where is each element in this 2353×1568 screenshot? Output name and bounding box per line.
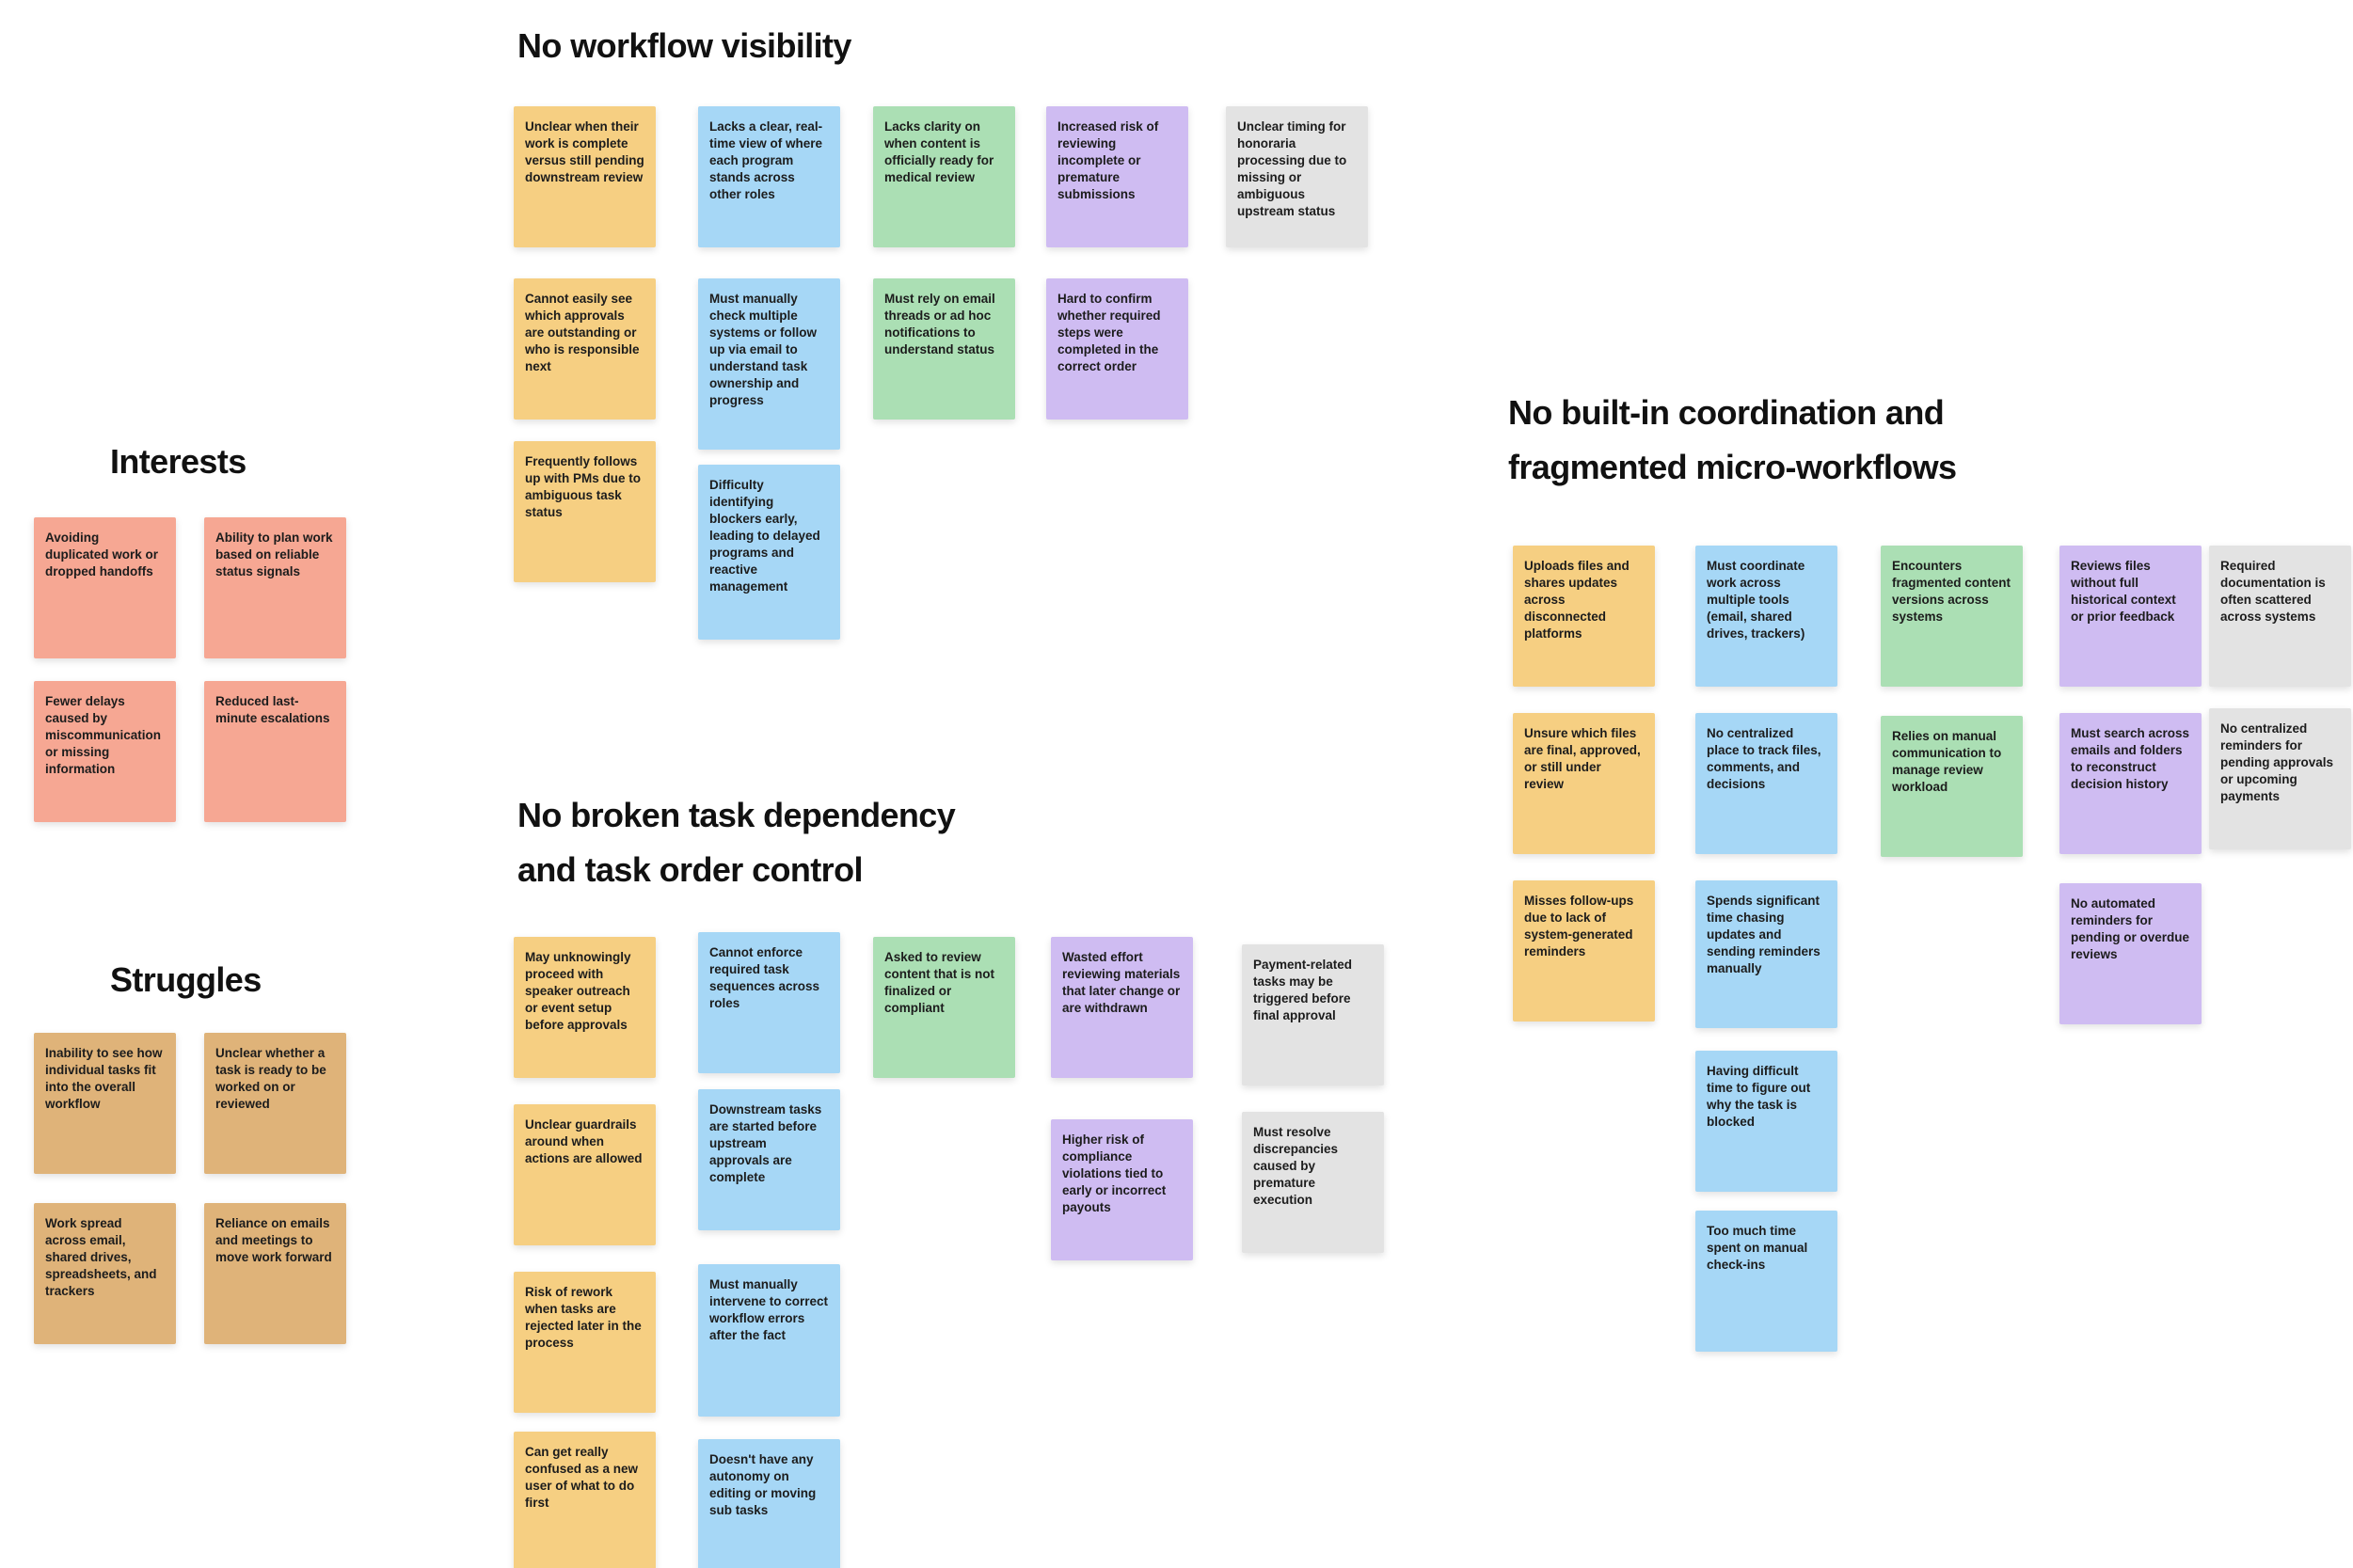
sticky-note[interactable]: Must search across emails and folders to… [2059, 713, 2202, 854]
sticky-note[interactable]: Required documentation is often scattere… [2209, 546, 2351, 687]
group-title-coordination[interactable]: No built-in coordination and fragmented … [1508, 393, 1957, 487]
sticky-note[interactable]: Must manually intervene to correct workf… [698, 1264, 840, 1417]
sticky-note[interactable]: Must resolve discrepancies caused by pre… [1242, 1112, 1384, 1253]
sticky-note[interactable]: Work spread across email, shared drives,… [34, 1203, 176, 1344]
sticky-note[interactable]: Doesn't have any autonomy on editing or … [698, 1439, 840, 1568]
sticky-note[interactable]: Lacks clarity on when content is officia… [873, 106, 1015, 247]
sticky-note[interactable]: Fewer delays caused by miscommunication … [34, 681, 176, 822]
sticky-note[interactable]: Asked to review content that is not fina… [873, 937, 1015, 1078]
sticky-note[interactable]: Must rely on email threads or ad hoc not… [873, 278, 1015, 420]
sticky-note[interactable]: Can get really confused as a new user of… [514, 1432, 656, 1568]
sticky-note[interactable]: Wasted effort reviewing materials that l… [1051, 937, 1193, 1078]
sticky-note[interactable]: Increased risk of reviewing incomplete o… [1046, 106, 1188, 247]
group-title-struggles[interactable]: Struggles [110, 960, 262, 999]
sticky-note[interactable]: Encounters fragmented content versions a… [1881, 546, 2023, 687]
group-title-interests[interactable]: Interests [110, 442, 246, 481]
sticky-note[interactable]: Unclear whether a task is ready to be wo… [204, 1033, 346, 1174]
sticky-note[interactable]: Relies on manual communication to manage… [1881, 716, 2023, 857]
sticky-note[interactable]: No automated reminders for pending or ov… [2059, 883, 2202, 1024]
sticky-note[interactable]: Having difficult time to figure out why … [1695, 1051, 1837, 1192]
sticky-note[interactable]: Frequently follows up with PMs due to am… [514, 441, 656, 582]
sticky-note[interactable]: Uploads files and shares updates across … [1513, 546, 1655, 687]
sticky-note[interactable]: Avoiding duplicated work or dropped hand… [34, 517, 176, 658]
sticky-note[interactable]: Reduced last-minute escalations [204, 681, 346, 822]
sticky-note[interactable]: Lacks a clear, real-time view of where e… [698, 106, 840, 247]
sticky-note[interactable]: Payment-related tasks may be triggered b… [1242, 944, 1384, 1085]
sticky-note[interactable]: Unclear guardrails around when actions a… [514, 1104, 656, 1245]
sticky-note[interactable]: Inability to see how individual tasks fi… [34, 1033, 176, 1174]
sticky-note[interactable]: Spends significant time chasing updates … [1695, 880, 1837, 1028]
sticky-note[interactable]: Ability to plan work based on reliable s… [204, 517, 346, 658]
sticky-note[interactable]: Difficulty identifying blockers early, l… [698, 465, 840, 640]
group-title-workflow-visibility[interactable]: No workflow visibility [517, 26, 851, 65]
sticky-note[interactable]: Reviews files without full historical co… [2059, 546, 2202, 687]
sticky-note[interactable]: May unknowingly proceed with speaker out… [514, 937, 656, 1078]
sticky-note[interactable]: Cannot enforce required task sequences a… [698, 932, 840, 1073]
sticky-note[interactable]: Downstream tasks are started before upst… [698, 1089, 840, 1230]
sticky-note[interactable]: No centralized reminders for pending app… [2209, 708, 2351, 849]
group-title-task-dependency[interactable]: No broken task dependency and task order… [517, 796, 956, 890]
sticky-note[interactable]: Unclear when their work is complete vers… [514, 106, 656, 247]
sticky-note[interactable]: Higher risk of compliance violations tie… [1051, 1119, 1193, 1260]
sticky-note[interactable]: Cannot easily see which approvals are ou… [514, 278, 656, 420]
sticky-note[interactable]: Unsure which files are final, approved, … [1513, 713, 1655, 854]
sticky-note[interactable]: Must coordinate work across multiple too… [1695, 546, 1837, 687]
sticky-note[interactable]: Risk of rework when tasks are rejected l… [514, 1272, 656, 1413]
sticky-note[interactable]: Misses follow-ups due to lack of system-… [1513, 880, 1655, 1022]
sticky-note[interactable]: Reliance on emails and meetings to move … [204, 1203, 346, 1344]
sticky-note[interactable]: Must manually check multiple systems or … [698, 278, 840, 450]
sticky-note[interactable]: Unclear timing for honoraria processing … [1226, 106, 1368, 247]
sticky-note[interactable]: No centralized place to track files, com… [1695, 713, 1837, 854]
sticky-note[interactable]: Hard to confirm whether required steps w… [1046, 278, 1188, 420]
sticky-note[interactable]: Too much time spent on manual check-ins [1695, 1211, 1837, 1352]
